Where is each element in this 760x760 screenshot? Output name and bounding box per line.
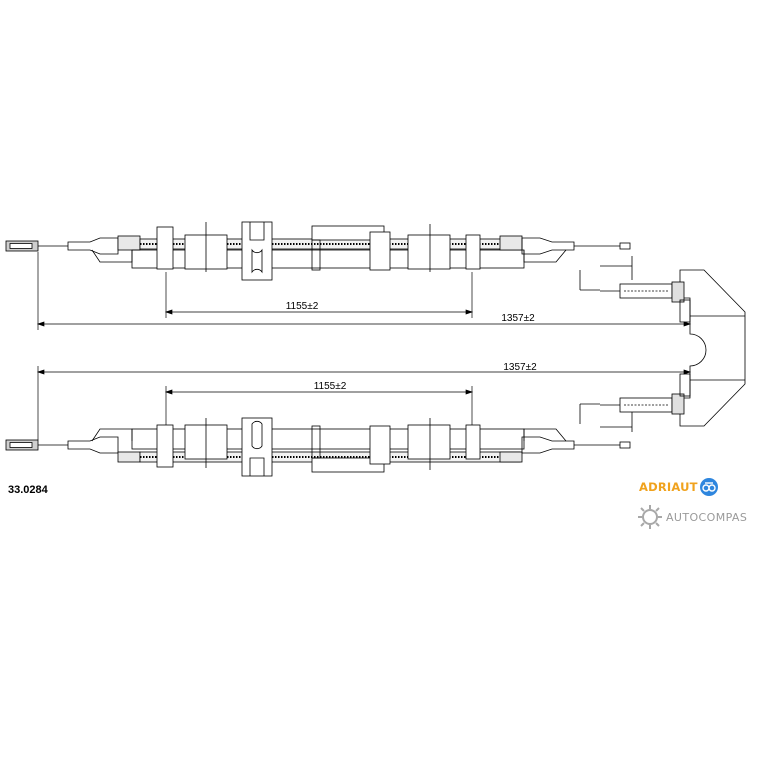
- dimension-upper-outer: 1357±2: [501, 313, 535, 324]
- brand-mark-icon: [699, 478, 718, 496]
- part-number: 33.0284: [8, 484, 48, 496]
- equalizer-bracket: [579, 256, 746, 432]
- lower-cable: [5, 417, 632, 477]
- brand-name: ADRIAUT: [639, 480, 698, 494]
- dimension-lines: [36, 252, 692, 440]
- upper-cable: [5, 221, 632, 281]
- gear-icon: [638, 505, 662, 529]
- watermark: AUTOCOMPAS: [636, 503, 747, 531]
- dimension-upper-inner: 1155±2: [286, 301, 319, 312]
- brand-logo: ADRIAUT: [639, 476, 719, 498]
- dimension-lower-outer: 1357±2: [503, 362, 537, 373]
- watermark-text: AUTOCOMPAS: [666, 510, 748, 524]
- dimension-lower-inner: 1155±2: [314, 381, 347, 392]
